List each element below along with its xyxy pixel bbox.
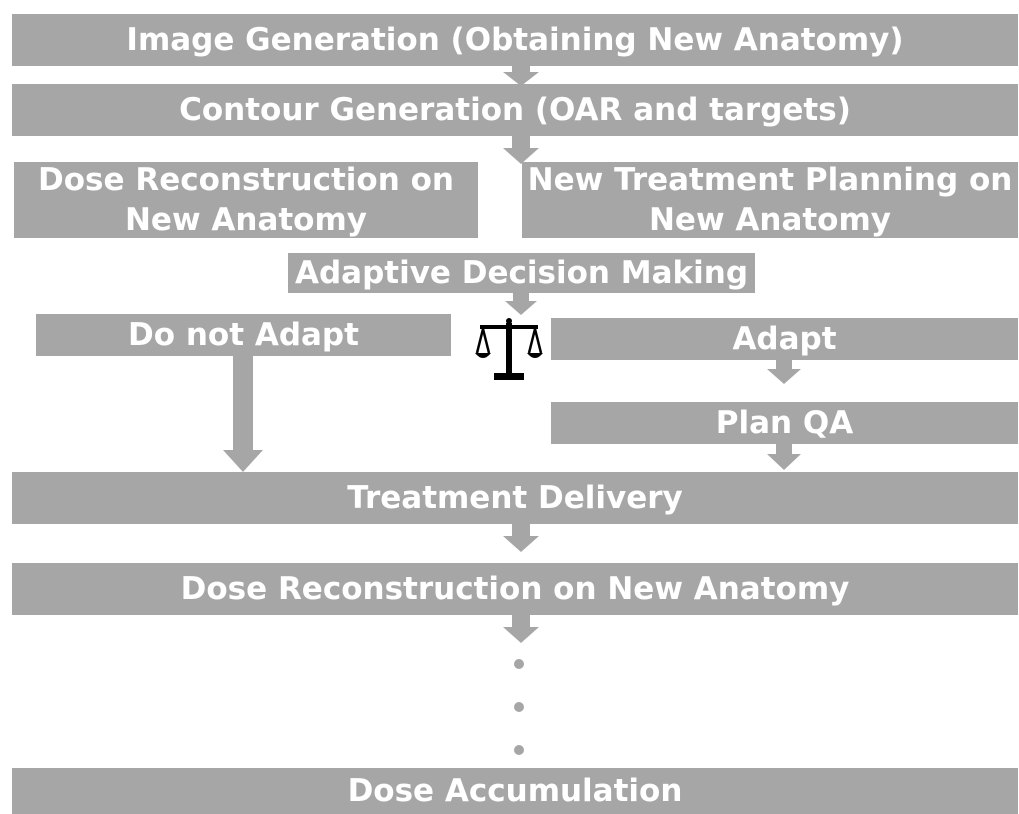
ellipsis-dot-1 bbox=[514, 659, 524, 669]
step-plan-qa-label: Plan QA bbox=[715, 405, 854, 441]
step-treatment-delivery-label: Treatment Delivery bbox=[347, 480, 683, 516]
step-dose-reconstruction: Dose Reconstruction on New Anatomy bbox=[12, 563, 1018, 615]
step-adapt-label: Adapt bbox=[732, 321, 837, 357]
step-dose-reconstruction-label: Dose Reconstruction on New Anatomy bbox=[180, 571, 850, 607]
arrow-down-adapt bbox=[767, 360, 801, 384]
step-dose-accumulation: Dose Accumulation bbox=[12, 768, 1018, 814]
step-adapt: Adapt bbox=[551, 318, 1018, 360]
arrow-down-do-not-adapt bbox=[223, 356, 263, 472]
step-new-treatment-planning: New Treatment Planning on New Anatomy bbox=[522, 162, 1018, 238]
step-do-not-adapt-label: Do not Adapt bbox=[128, 317, 359, 353]
step-do-not-adapt: Do not Adapt bbox=[36, 314, 451, 356]
arrow-down-5 bbox=[503, 615, 539, 643]
arrow-down-4 bbox=[503, 524, 539, 552]
step-image-generation: Image Generation (Obtaining New Anatomy) bbox=[12, 14, 1018, 66]
balance-scale-icon bbox=[475, 318, 543, 380]
step-contour-generation-label: Contour Generation (OAR and targets) bbox=[179, 92, 851, 128]
arrow-down-plan-qa bbox=[767, 444, 801, 470]
arrow-down-1 bbox=[503, 66, 539, 86]
step-image-generation-label: Image Generation (Obtaining New Anatomy) bbox=[126, 22, 904, 58]
step-dose-accumulation-label: Dose Accumulation bbox=[347, 773, 683, 809]
step-contour-generation: Contour Generation (OAR and targets) bbox=[12, 84, 1018, 136]
step-treatment-delivery: Treatment Delivery bbox=[12, 472, 1018, 524]
step-dose-reconstruction-left: Dose Reconstruction on New Anatomy bbox=[14, 162, 478, 238]
dose-recon-left-line2: New Anatomy bbox=[124, 202, 367, 238]
new-planning-line1: New Treatment Planning on bbox=[527, 162, 1013, 198]
ellipsis-dot-3 bbox=[514, 745, 524, 755]
new-planning-line2: New Anatomy bbox=[648, 202, 891, 238]
step-plan-qa: Plan QA bbox=[551, 402, 1018, 444]
step-adaptive-decision: Adaptive Decision Making bbox=[288, 253, 755, 293]
dose-recon-left-line1: Dose Reconstruction on bbox=[38, 162, 454, 198]
arrow-down-3 bbox=[505, 293, 537, 315]
ellipsis-dot-2 bbox=[514, 702, 524, 712]
step-adaptive-decision-label: Adaptive Decision Making bbox=[294, 255, 749, 291]
arrow-down-2 bbox=[503, 136, 539, 164]
